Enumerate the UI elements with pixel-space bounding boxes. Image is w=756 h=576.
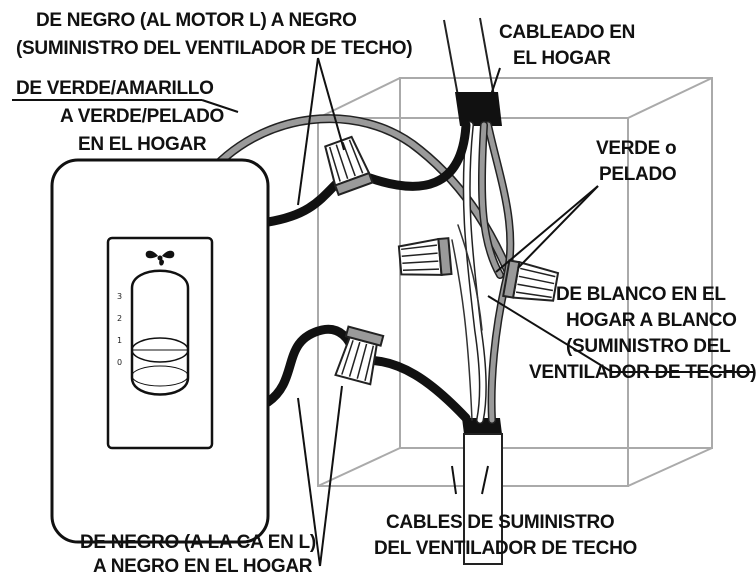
- label-supply-line1: CABLES DE SUMINISTRO: [386, 512, 614, 533]
- label-green-bare-line1: VERDE o: [596, 138, 676, 159]
- label-black-ac: DE NEGRO (A LA CA EN L) A NEGRO EN EL HO…: [80, 532, 316, 576]
- label-black-ac-line1: DE NEGRO (A LA CA EN L): [80, 532, 316, 553]
- label-white-line4: VENTILADOR DE TECHO): [529, 362, 756, 383]
- label-household-wiring-line1: CABLEADO EN: [499, 22, 635, 43]
- label-white-line3: (SUMINISTRO DEL: [566, 336, 731, 357]
- label-green-yellow-line2: A VERDE/PELADO: [60, 106, 224, 127]
- wire-nut-green: [502, 259, 560, 302]
- leader-lines: [12, 57, 754, 567]
- label-black-motor: DE NEGRO (AL MOTOR L) A NEGRO (SUMINISTR…: [16, 10, 413, 59]
- black-ac-wire: [263, 324, 357, 407]
- speed-label-0: 0: [117, 358, 122, 367]
- label-household-wiring: CABLEADO EN EL HOGAR: [499, 22, 635, 69]
- label-black-motor-line1: DE NEGRO (AL MOTOR L) A NEGRO: [36, 10, 357, 31]
- speed-label-1: 1: [117, 336, 122, 345]
- black-household-wire-top: [365, 120, 471, 191]
- label-green-yellow-line3: EN EL HOGAR: [78, 134, 207, 155]
- label-black-ac-line2: A NEGRO EN EL HOGAR: [93, 556, 313, 576]
- speed-control-knob[interactable]: [130, 269, 190, 396]
- label-supply-line2: DEL VENTILADOR DE TECHO: [374, 538, 637, 559]
- label-green-bare-line2: PELADO: [599, 164, 676, 185]
- wire-nut-top: [324, 135, 374, 197]
- supply-cable-conduit: [462, 418, 503, 565]
- wires: [200, 114, 517, 424]
- label-green-bare: VERDE o PELADO: [596, 138, 677, 185]
- label-black-motor-line2: (SUMINISTRO DEL VENTILADOR DE TECHO): [16, 38, 412, 59]
- speed-label-3: 3: [117, 292, 122, 301]
- label-household-wiring-line2: EL HOGAR: [513, 48, 611, 69]
- fan-icon: [145, 250, 175, 266]
- wire-nut-bottom: [334, 325, 385, 386]
- label-green-yellow: DE VERDE/AMARILLO A VERDE/PELADO EN EL H…: [16, 78, 224, 155]
- label-white: DE BLANCO EN EL HOGAR A BLANCO (SUMINIST…: [529, 284, 756, 383]
- black-motor-wire: [263, 175, 345, 227]
- speed-label-2: 2: [117, 314, 122, 323]
- label-green-yellow-line1: DE VERDE/AMARILLO: [16, 78, 214, 99]
- label-white-line1: DE BLANCO EN EL: [556, 284, 726, 305]
- label-supply-cables: CABLES DE SUMINISTRO DEL VENTILADOR DE T…: [374, 512, 637, 559]
- wire-nut-middle: [397, 237, 453, 276]
- speed-scale: 3 2 1 0: [117, 292, 122, 367]
- label-white-line2: HOGAR A BLANCO: [566, 310, 737, 331]
- household-cable-conduit: [443, 17, 502, 126]
